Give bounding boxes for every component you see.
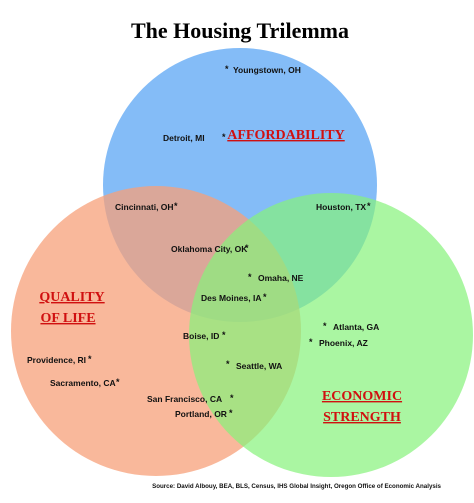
city-atlanta: Atlanta, GA	[333, 322, 379, 332]
city-bullet: *	[116, 377, 120, 387]
city-oklahoma-city: Oklahoma City, OK	[171, 244, 248, 254]
economic-strength-label-line1: ECONOMIC	[322, 389, 402, 404]
city-bullet: *	[230, 393, 234, 403]
city-sacramento: Sacramento, CA	[50, 378, 116, 388]
economic-strength-label-line2: STRENGTH	[323, 410, 401, 425]
city-bullet: *	[174, 201, 178, 211]
quality-of-life-label-line1: QUALITY	[39, 290, 104, 305]
affordability-label: AFFORDABILITY	[227, 128, 344, 143]
city-bullet: *	[222, 330, 226, 340]
city-bullet: *	[229, 408, 233, 418]
source-note: Source: David Albouy, BEA, BLS, Census, …	[152, 483, 441, 490]
city-san-francisco: San Francisco, CA	[147, 394, 222, 404]
city-bullet: *	[263, 292, 267, 302]
quality-of-life-label-line2: OF LIFE	[40, 311, 95, 326]
city-bullet: *	[222, 132, 226, 142]
economic-strength-circle	[189, 193, 473, 477]
circles-group	[11, 48, 473, 477]
city-bullet: *	[245, 243, 249, 253]
city-bullet: *	[225, 64, 229, 74]
city-seattle: Seattle, WA	[236, 361, 282, 371]
city-youngstown: Youngstown, OH	[233, 65, 301, 75]
city-bullet: *	[226, 359, 230, 369]
city-bullet: *	[367, 201, 371, 211]
city-bullet: *	[323, 321, 327, 331]
diagram-title: The Housing Trilemma	[131, 18, 349, 43]
city-phoenix: Phoenix, AZ	[319, 338, 368, 348]
city-portland: Portland, OR	[175, 409, 227, 419]
city-houston: Houston, TX	[316, 202, 366, 212]
city-boise: Boise, ID	[183, 331, 219, 341]
city-detroit: Detroit, MI	[163, 133, 205, 143]
city-cincinnati: Cincinnati, OH	[115, 202, 174, 212]
city-bullet: *	[88, 354, 92, 364]
city-omaha: Omaha, NE	[258, 273, 304, 283]
city-bullet: *	[248, 272, 252, 282]
city-providence: Providence, RI	[27, 355, 86, 365]
city-des-moines: Des Moines, IA	[201, 293, 261, 303]
city-bullet: *	[309, 337, 313, 347]
